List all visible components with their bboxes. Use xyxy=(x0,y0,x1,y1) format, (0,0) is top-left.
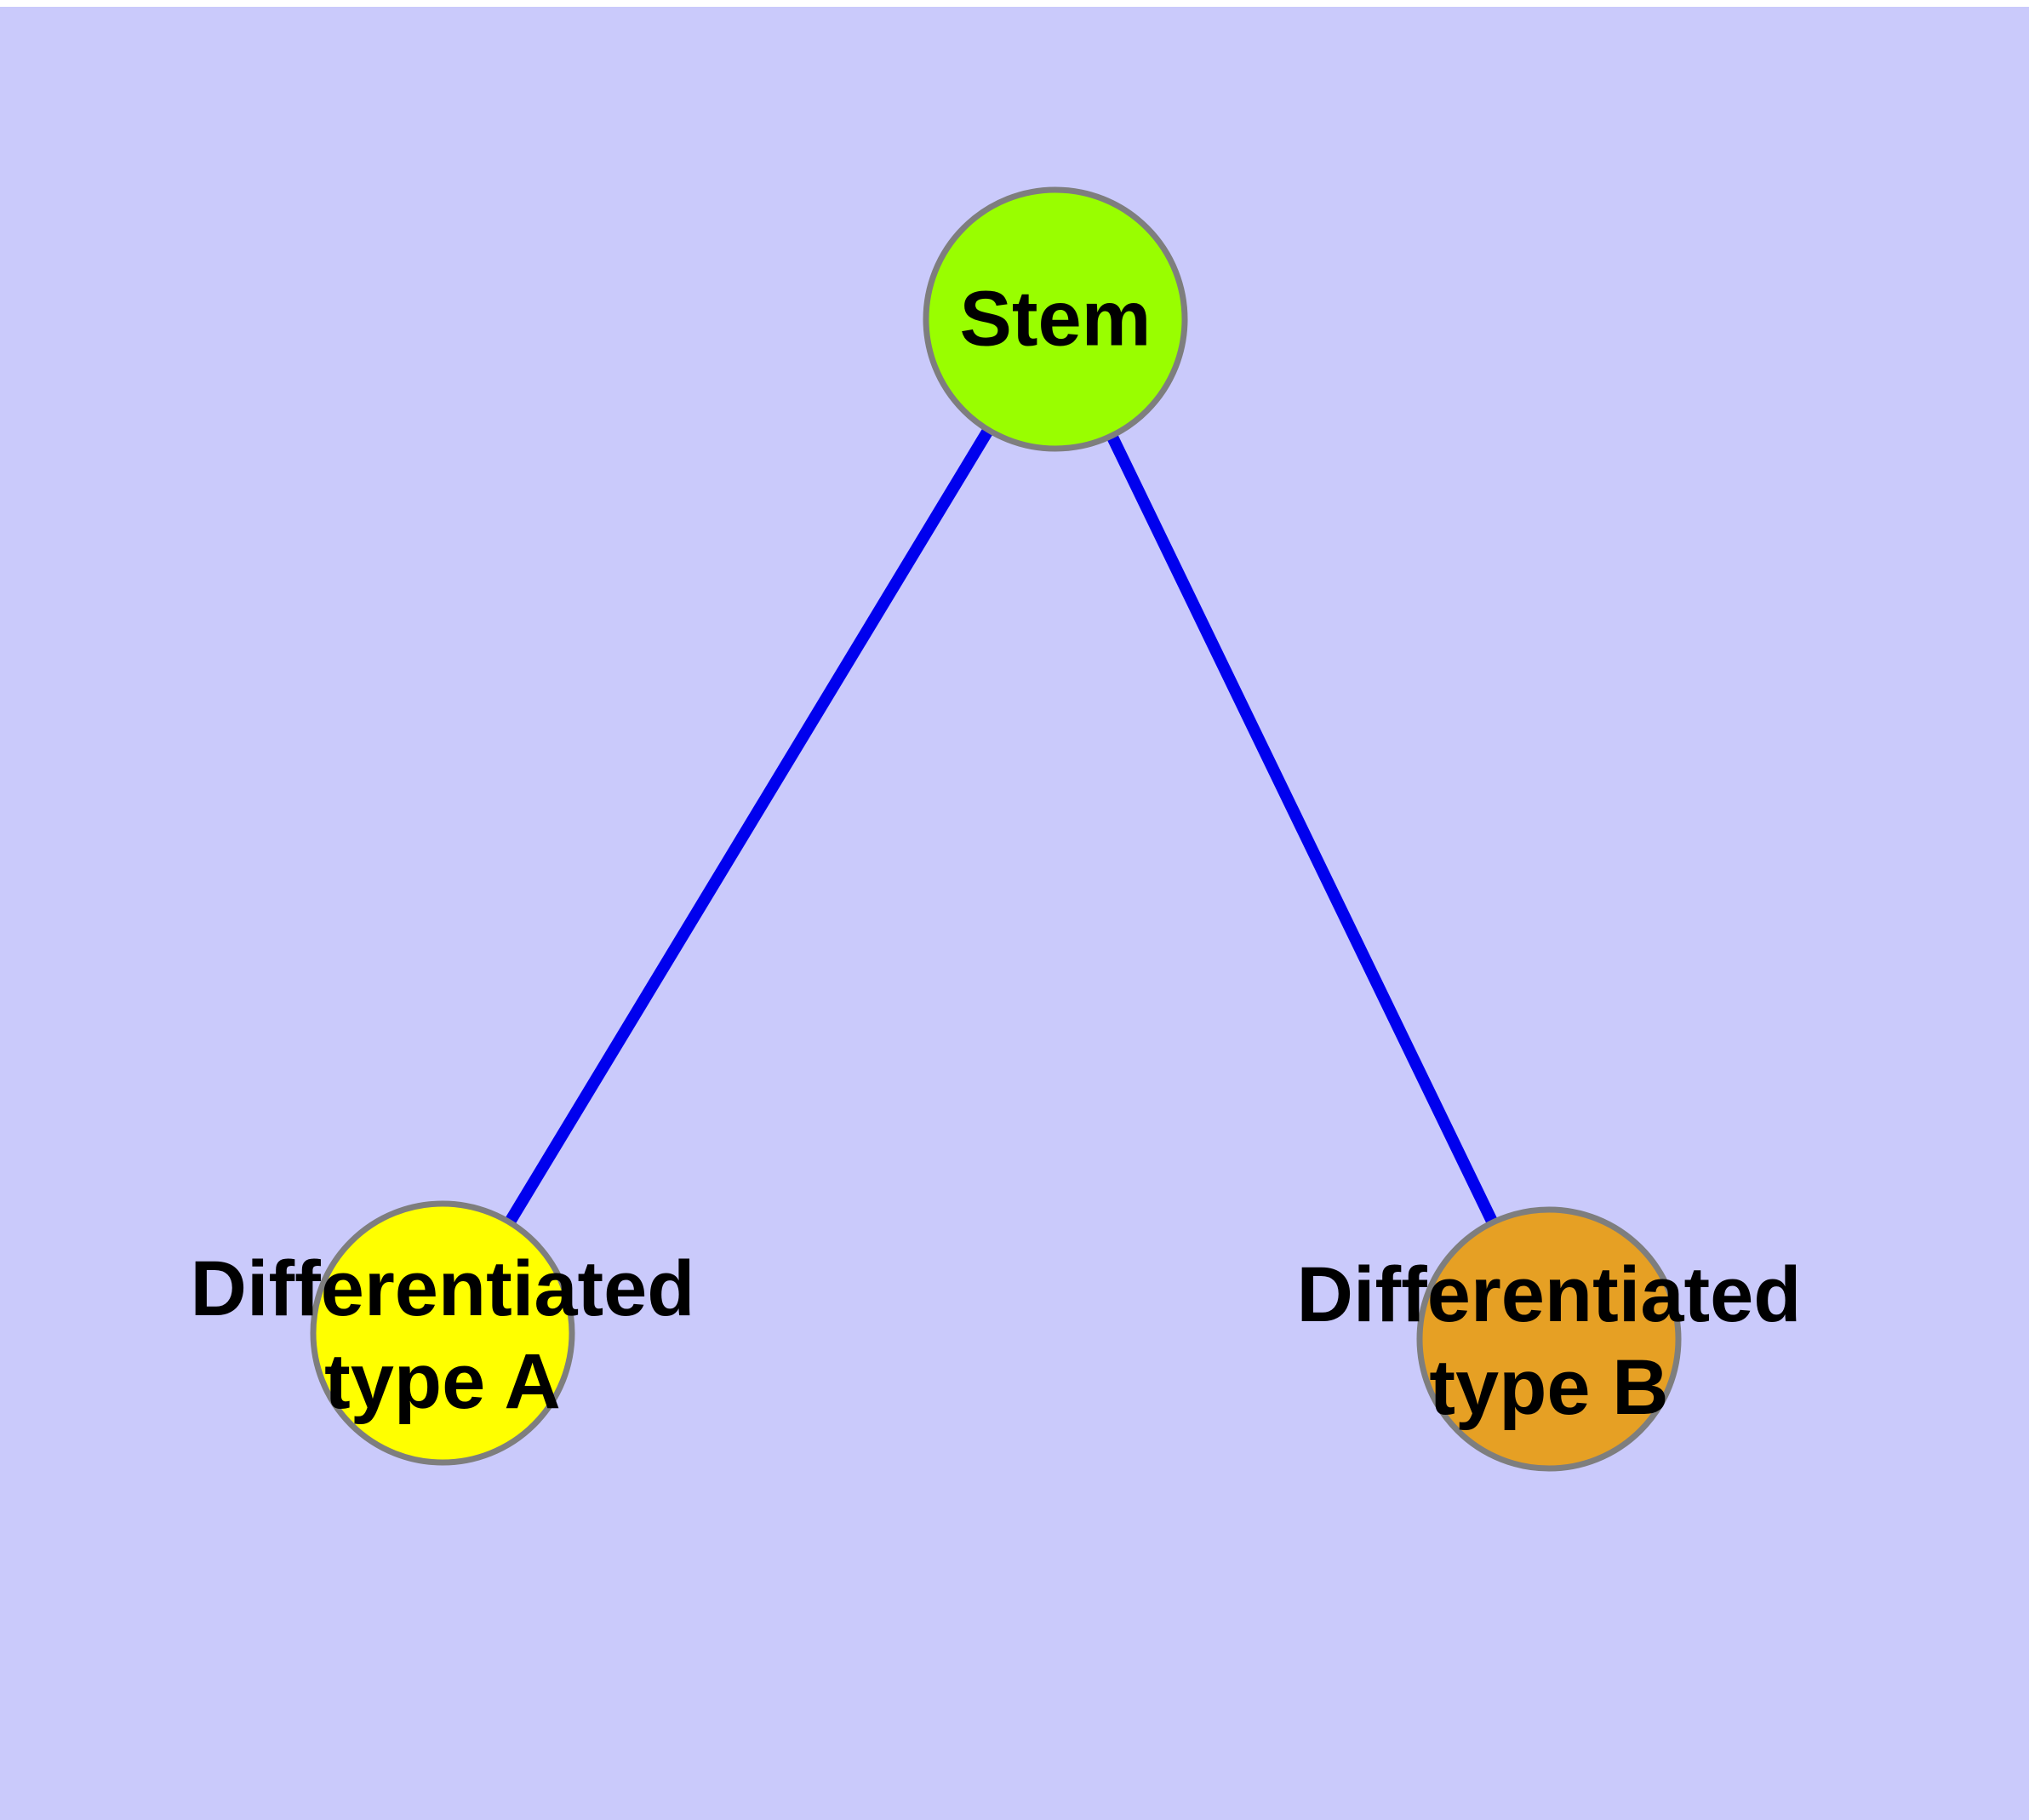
edge-stem-to-differentiated-type-b xyxy=(1049,316,1555,1342)
node-stem-label: Stem xyxy=(960,273,1152,366)
node-differentiated-type-b-label-line2: type B xyxy=(1429,1344,1669,1431)
node-stem-label-line1: Stem xyxy=(959,275,1152,363)
node-differentiated-type-a-label-line1: Differentiated xyxy=(190,1245,695,1332)
node-differentiated-type-b-label-line1: Differentiated xyxy=(1296,1251,1802,1338)
edge-stem-to-differentiated-type-a xyxy=(437,316,1060,1336)
node-differentiated-type-a-label-line2: type A xyxy=(324,1338,561,1425)
node-differentiated-type-a-label: Differentiated type A xyxy=(191,1243,695,1428)
node-stem-circle xyxy=(923,186,1188,452)
node-differentiated-type-a-circle xyxy=(310,1200,575,1466)
node-differentiated-type-b-label: Differentiated type B xyxy=(1297,1249,1802,1434)
node-differentiated-type-b-circle xyxy=(1416,1206,1682,1472)
